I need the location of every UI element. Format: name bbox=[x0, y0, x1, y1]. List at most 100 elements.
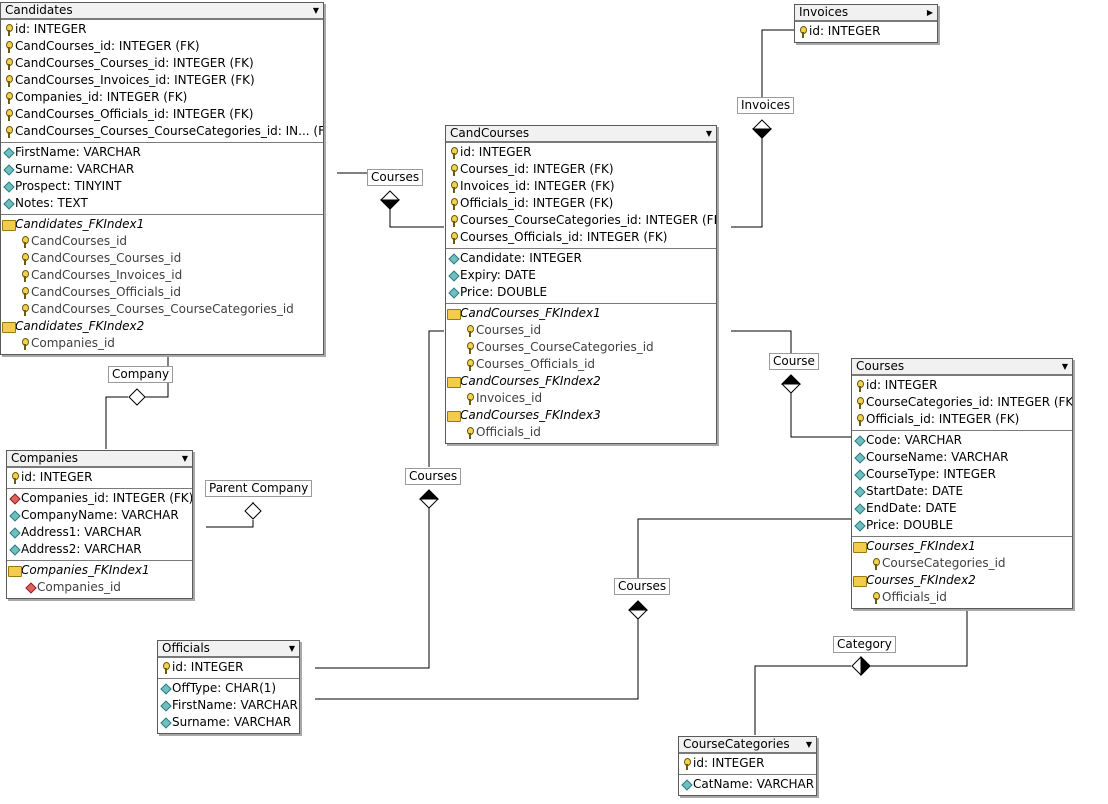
key-icon bbox=[852, 411, 866, 428]
index-column-label: CandCourses_Courses_id bbox=[31, 251, 182, 265]
key-icon bbox=[17, 335, 31, 352]
index-column-row[interactable]: Companies_id bbox=[7, 579, 192, 596]
column-row[interactable]: Officials_id: INTEGER (FK) bbox=[852, 411, 1072, 428]
index-column-row[interactable]: CandCourses_Courses_id bbox=[1, 250, 323, 267]
column-row[interactable]: id: INTEGER bbox=[852, 377, 1072, 394]
table-header[interactable]: Officials▼ bbox=[158, 641, 299, 657]
column-row[interactable]: Courses_id: INTEGER (FK) bbox=[446, 161, 716, 178]
table-header[interactable]: CourseCategories▼ bbox=[679, 737, 816, 753]
column-row[interactable]: CandCourses_Courses_CourseCategories_id:… bbox=[1, 123, 323, 140]
key-icon bbox=[462, 356, 476, 373]
field-row[interactable]: EndDate: DATE bbox=[852, 500, 1072, 517]
index-column-label: CandCourses_id bbox=[31, 234, 128, 248]
field-row[interactable]: Price: DOUBLE bbox=[852, 517, 1072, 534]
field-row[interactable]: Expiry: DATE bbox=[446, 267, 716, 284]
index-column-row[interactable]: CandCourses_id bbox=[1, 233, 323, 250]
field-row[interactable]: StartDate: DATE bbox=[852, 483, 1072, 500]
table-header[interactable]: Invoices▶ bbox=[795, 5, 937, 21]
field-row[interactable]: FirstName: VARCHAR bbox=[1, 144, 323, 161]
field-row[interactable]: Price: DOUBLE bbox=[446, 284, 716, 301]
dropdown-arrow-icon[interactable]: ▼ bbox=[705, 129, 712, 138]
table-companies[interactable]: Companies▼ id: INTEGER Companies_id: INT… bbox=[6, 450, 193, 599]
table-header[interactable]: Companies▼ bbox=[7, 451, 192, 467]
expand-arrow-icon[interactable]: ▶ bbox=[926, 8, 933, 17]
key-icon bbox=[852, 377, 866, 394]
table-header[interactable]: Candidates▼ bbox=[1, 3, 323, 19]
index-column-row[interactable]: Officials_id bbox=[446, 424, 716, 441]
field-row[interactable]: Code: VARCHAR bbox=[852, 432, 1072, 449]
column-row[interactable]: id: INTEGER bbox=[679, 755, 816, 772]
dropdown-arrow-icon[interactable]: ▼ bbox=[288, 644, 295, 653]
column-row[interactable]: Courses_Officials_id: INTEGER (FK) bbox=[446, 229, 716, 246]
folder-icon bbox=[1, 216, 16, 233]
index-column-row[interactable]: CandCourses_Courses_CourseCategories_id bbox=[1, 301, 323, 318]
column-row[interactable]: Invoices_id: INTEGER (FK) bbox=[446, 178, 716, 195]
table-header[interactable]: CandCourses▼ bbox=[446, 126, 716, 142]
indexes-section: Candidates_FKIndex1 CandCourses_id CandC… bbox=[1, 214, 323, 354]
field-row[interactable]: Surname: VARCHAR bbox=[1, 161, 323, 178]
table-coursecategories[interactable]: CourseCategories▼ id: INTEGER CatName: V… bbox=[678, 736, 817, 796]
column-row[interactable]: id: INTEGER bbox=[1, 21, 323, 38]
index-row[interactable]: CandCourses_FKIndex1 bbox=[446, 305, 716, 322]
column-row[interactable]: CandCourses_id: INTEGER (FK) bbox=[1, 38, 323, 55]
column-row[interactable]: id: INTEGER bbox=[158, 659, 299, 676]
field-row[interactable]: Surname: VARCHAR bbox=[158, 714, 299, 731]
field-row[interactable]: Notes: TEXT bbox=[1, 195, 323, 212]
column-label: CandCourses_Officials_id: INTEGER (FK) bbox=[15, 107, 254, 121]
index-row[interactable]: Companies_FKIndex1 bbox=[7, 562, 192, 579]
column-row[interactable]: Officials_id: INTEGER (FK) bbox=[446, 195, 716, 212]
dropdown-arrow-icon[interactable]: ▼ bbox=[1061, 362, 1068, 371]
table-officials[interactable]: Officials▼ id: INTEGER OffType: CHAR(1) … bbox=[157, 640, 300, 734]
index-column-row[interactable]: CandCourses_Invoices_id bbox=[1, 267, 323, 284]
field-label: Surname: VARCHAR bbox=[172, 715, 292, 729]
table-invoices[interactable]: Invoices▶ id: INTEGER bbox=[794, 4, 938, 43]
dropdown-arrow-icon[interactable]: ▼ bbox=[181, 454, 188, 463]
dropdown-arrow-icon[interactable]: ▼ bbox=[312, 6, 319, 15]
table-courses[interactable]: Courses▼ id: INTEGER CourseCategories_id… bbox=[851, 358, 1073, 609]
field-row[interactable]: Candidate: INTEGER bbox=[446, 250, 716, 267]
field-row[interactable]: CompanyName: VARCHAR bbox=[7, 507, 192, 524]
column-row[interactable]: Companies_id: INTEGER (FK) bbox=[1, 89, 323, 106]
key-icon bbox=[17, 301, 31, 318]
table-header[interactable]: Courses▼ bbox=[852, 359, 1072, 375]
index-column-row[interactable]: Officials_id bbox=[852, 589, 1072, 606]
column-row[interactable]: id: INTEGER bbox=[795, 23, 937, 40]
column-label: id: INTEGER bbox=[866, 378, 938, 392]
index-column-row[interactable]: Invoices_id bbox=[446, 390, 716, 407]
column-row[interactable]: CandCourses_Invoices_id: INTEGER (FK) bbox=[1, 72, 323, 89]
index-row[interactable]: CandCourses_FKIndex3 bbox=[446, 407, 716, 424]
field-row[interactable]: Companies_id: INTEGER (FK) bbox=[7, 490, 192, 507]
index-row[interactable]: CandCourses_FKIndex2 bbox=[446, 373, 716, 390]
field-row[interactable]: Prospect: TINYINT bbox=[1, 178, 323, 195]
column-row[interactable]: Courses_CourseCategories_id: INTEGER (FK… bbox=[446, 212, 716, 229]
column-row[interactable]: CandCourses_Courses_id: INTEGER (FK) bbox=[1, 55, 323, 72]
index-row[interactable]: Courses_FKIndex1 bbox=[852, 538, 1072, 555]
column-row[interactable]: CandCourses_Officials_id: INTEGER (FK) bbox=[1, 106, 323, 123]
field-row[interactable]: CourseName: VARCHAR bbox=[852, 449, 1072, 466]
index-column-row[interactable]: Courses_Officials_id bbox=[446, 356, 716, 373]
index-row[interactable]: Candidates_FKIndex1 bbox=[1, 216, 323, 233]
index-column-row[interactable]: Courses_CourseCategories_id bbox=[446, 339, 716, 356]
table-candcourses[interactable]: CandCourses▼ id: INTEGER Courses_id: INT… bbox=[445, 125, 717, 444]
column-row[interactable]: CourseCategories_id: INTEGER (FK) bbox=[852, 394, 1072, 411]
line-category bbox=[870, 600, 968, 667]
index-row[interactable]: Courses_FKIndex2 bbox=[852, 572, 1072, 589]
field-row[interactable]: Address2: VARCHAR bbox=[7, 541, 192, 558]
column-label: Courses_id: INTEGER (FK) bbox=[460, 162, 614, 176]
field-row[interactable]: CourseType: INTEGER bbox=[852, 466, 1072, 483]
field-row[interactable]: Address1: VARCHAR bbox=[7, 524, 192, 541]
column-row[interactable]: id: INTEGER bbox=[446, 144, 716, 161]
field-row[interactable]: FirstName: VARCHAR bbox=[158, 697, 299, 714]
index-row[interactable]: Candidates_FKIndex2 bbox=[1, 318, 323, 335]
field-row[interactable]: OffType: CHAR(1) bbox=[158, 680, 299, 697]
index-label: Courses_FKIndex2 bbox=[866, 573, 976, 587]
table-candidates[interactable]: Candidates▼ id: INTEGER CandCourses_id: … bbox=[0, 2, 324, 355]
dropdown-arrow-icon[interactable]: ▼ bbox=[805, 740, 812, 749]
field-row[interactable]: CatName: VARCHAR bbox=[679, 776, 816, 793]
index-column-row[interactable]: Courses_id bbox=[446, 322, 716, 339]
index-column-row[interactable]: CandCourses_Officials_id bbox=[1, 284, 323, 301]
index-column-row[interactable]: Companies_id bbox=[1, 335, 323, 352]
column-row[interactable]: id: INTEGER bbox=[7, 469, 192, 486]
index-column-row[interactable]: CourseCategories_id bbox=[852, 555, 1072, 572]
